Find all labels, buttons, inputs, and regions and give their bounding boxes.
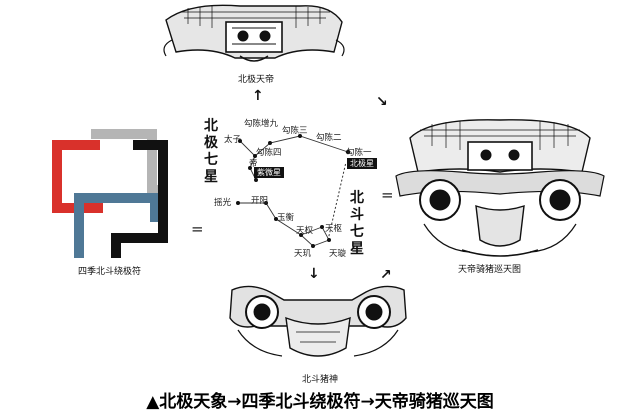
ziwei-star-tag: 紫微星 — [254, 167, 284, 178]
equals-sign-left: = — [191, 220, 204, 238]
bottom-image-label: 北斗猪神 — [302, 375, 339, 385]
star-taizi: 太子 — [224, 135, 242, 145]
arrow-up: ↑ — [252, 88, 264, 104]
symbol-black-arm — [111, 140, 168, 258]
pointer-dotted-line — [327, 161, 347, 241]
arrow-down: ↓ — [308, 266, 320, 282]
north-pole-emperor-figure — [163, 4, 345, 62]
symbol-gray-arm — [91, 129, 163, 195]
figure-caption: ▲北极天象→四季北斗绕极符→天帝骑猪巡天图 — [146, 392, 494, 412]
big-dipper-lines — [238, 202, 330, 247]
star-kaiyang: 开阳 — [251, 196, 269, 206]
symbol-blue-arm — [74, 193, 160, 258]
star-gouchen-er: 勾陈二 — [316, 133, 342, 143]
dipper-pig-god-figure — [229, 285, 407, 357]
polaris-star-tag: 北极星 — [347, 158, 377, 169]
left-image-label: 四季北斗绕极符 — [78, 267, 142, 277]
star-gouchen-yi: 勾陈一 — [346, 148, 372, 158]
star-gouchen-zengjiu: 勾陈增九 — [244, 119, 279, 129]
star-yuheng: 玉衡 — [277, 213, 295, 223]
north-pole-seven-stars-label: 北极七星 — [204, 118, 218, 185]
star-gouchen-si: 勾陈四 — [256, 148, 282, 158]
star-di: 帝 — [249, 159, 258, 169]
arrow-up-right: ↗ — [380, 267, 392, 283]
emperor-riding-pig-figure — [395, 119, 605, 257]
star-tianji: 天玑 — [294, 249, 312, 259]
star-tianshu: 天枢 — [325, 224, 343, 234]
star-yaoguang: 摇光 — [214, 198, 232, 208]
equals-sign-right: = — [381, 186, 394, 204]
star-points — [236, 134, 351, 248]
top-image-label: 北极天帝 — [238, 75, 275, 85]
star-tianxuan: 天璇 — [329, 249, 347, 259]
star-tianquan: 天权 — [296, 226, 314, 236]
arrow-down-right: ↘ — [376, 94, 388, 110]
big-dipper-seven-stars-label: 北斗七星 — [350, 190, 364, 257]
star-gouchen-san: 勾陈三 — [282, 126, 308, 136]
right-image-label: 天帝骑猪巡天图 — [458, 265, 522, 275]
four-season-dipper-symbol — [52, 129, 168, 258]
